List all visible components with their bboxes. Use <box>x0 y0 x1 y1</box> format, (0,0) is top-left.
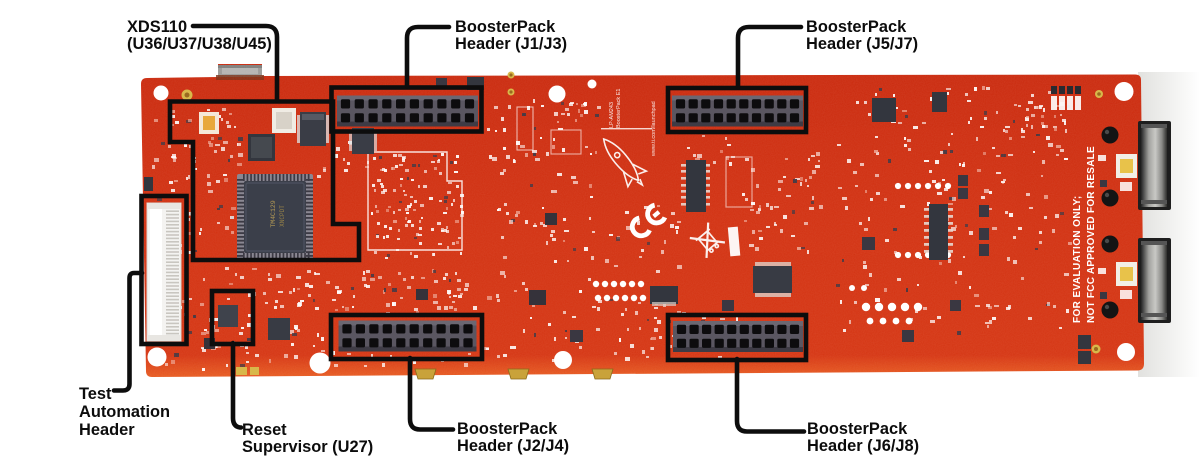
svg-text:TM4C129: TM4C129 <box>270 200 277 227</box>
svg-text:www.ti.com/launchpad: www.ti.com/launchpad <box>651 101 657 157</box>
svg-text:XNCPDT: XNCPDT <box>279 205 286 227</box>
svg-text:BoosterPack E1: BoosterPack E1 <box>616 89 622 128</box>
svg-text:LP-AM243: LP-AM243 <box>609 102 615 128</box>
svg-text:NOT FCC APPROVED FOR RESALE: NOT FCC APPROVED FOR RESALE <box>1086 146 1097 323</box>
svg-text:FOR EVALUATION ONLY;: FOR EVALUATION ONLY; <box>1072 195 1083 323</box>
